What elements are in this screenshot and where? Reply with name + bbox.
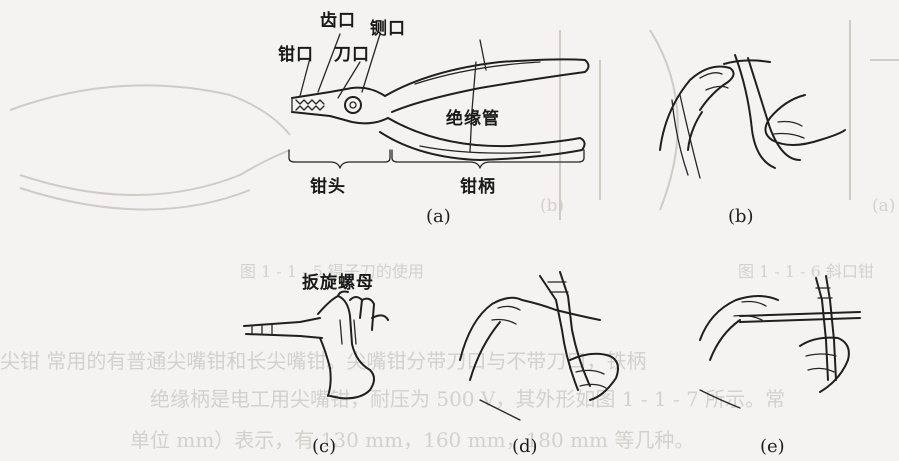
label-pliers-handle: 钳柄 [460,172,496,197]
caption-c: (c) [312,436,336,457]
hands-stripping-drawing [660,55,845,178]
label-blade-mouth: 刀口 [334,40,370,65]
two-hands-pliers-drawing [460,272,618,420]
brace-head [289,150,390,168]
hand-turning-nut-drawing [244,292,388,399]
caption-a: (a) [426,206,451,227]
label-pliers-head: 钳头 [310,172,346,197]
pliers-jaw-lower [292,112,388,123]
hands-cutting-wire-drawing [700,276,860,408]
label-insulating-tube: 绝缘管 [446,104,500,129]
caption-b: (b) [728,206,754,227]
label-tooth-mouth: 齿口 [320,6,356,31]
label-turn-nut: 扳旋螺母 [302,268,374,293]
caption-d: (d) [512,436,538,457]
caption-e: (e) [760,436,785,457]
label-jaw-mouth: 钳口 [278,40,314,65]
label-cutting-mouth: 铡口 [370,14,406,39]
